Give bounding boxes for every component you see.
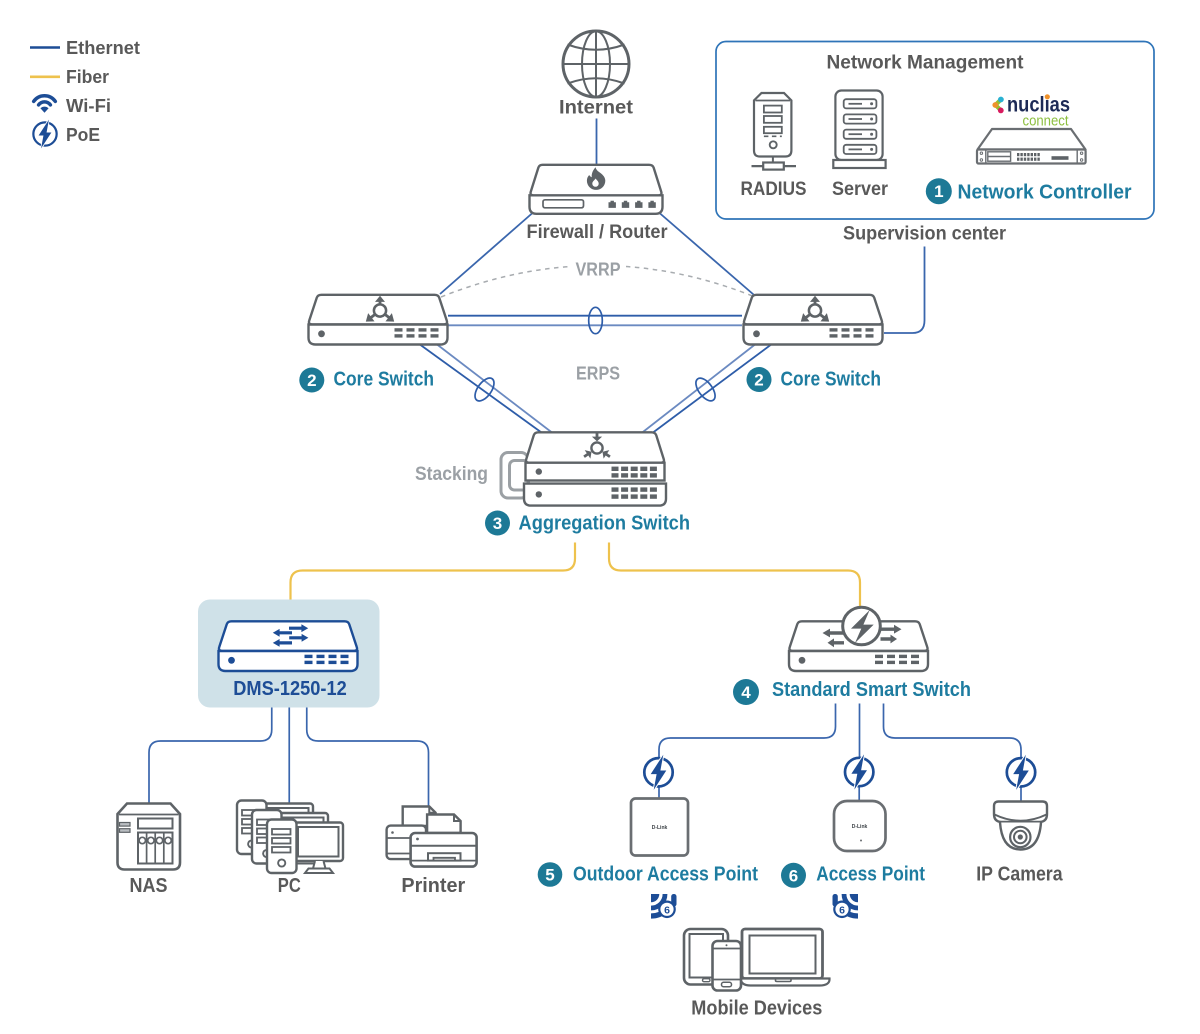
svg-text:Core Switch: Core Switch	[334, 369, 435, 391]
svg-text:VRRP: VRRP	[576, 259, 621, 280]
svg-text:Network Management: Network Management	[827, 52, 1024, 74]
svg-text:Standard Smart Switch: Standard Smart Switch	[772, 679, 971, 701]
svg-text:connect: connect	[1023, 113, 1070, 130]
svg-text:Printer: Printer	[401, 875, 465, 897]
svg-text:6: 6	[839, 904, 845, 916]
svg-text:NAS: NAS	[130, 875, 168, 897]
svg-text:Core Switch: Core Switch	[781, 369, 882, 391]
svg-text:D-Link: D-Link	[852, 824, 868, 830]
svg-text:IP Camera: IP Camera	[976, 863, 1063, 885]
svg-text:DMS-1250-12: DMS-1250-12	[233, 677, 347, 700]
svg-text:Ethernet: Ethernet	[66, 38, 140, 58]
svg-text:4: 4	[741, 683, 751, 702]
svg-text:2: 2	[754, 371, 763, 390]
svg-text:PoE: PoE	[66, 125, 100, 145]
svg-text:1: 1	[934, 182, 943, 201]
svg-text:6: 6	[664, 904, 670, 916]
svg-text:Server: Server	[832, 179, 889, 200]
svg-text:D-Link: D-Link	[652, 825, 668, 831]
svg-text:Wi-Fi: Wi-Fi	[66, 96, 111, 116]
svg-text:6: 6	[789, 866, 798, 885]
svg-text:Access Point: Access Point	[816, 863, 925, 885]
svg-text:Aggregation Switch: Aggregation Switch	[519, 513, 691, 535]
svg-text:Stacking: Stacking	[415, 463, 488, 485]
svg-text:5: 5	[545, 866, 554, 885]
svg-text:Fiber: Fiber	[66, 67, 109, 87]
svg-text:ERPS: ERPS	[576, 363, 620, 384]
svg-text:Firewall / Router: Firewall / Router	[527, 221, 668, 243]
svg-text:RADIUS: RADIUS	[741, 179, 807, 200]
svg-text:nuclıas: nuclıas	[1007, 94, 1070, 117]
svg-text:Internet: Internet	[559, 98, 634, 119]
svg-text:Outdoor Access Point: Outdoor Access Point	[573, 863, 758, 885]
svg-text:Supervision center: Supervision center	[843, 223, 1006, 245]
svg-text:2: 2	[307, 371, 316, 390]
svg-text:PC: PC	[278, 875, 301, 897]
svg-text:Network Controller: Network Controller	[958, 182, 1132, 204]
svg-text:Mobile Devices: Mobile Devices	[691, 997, 822, 1019]
svg-text:3: 3	[493, 514, 502, 533]
